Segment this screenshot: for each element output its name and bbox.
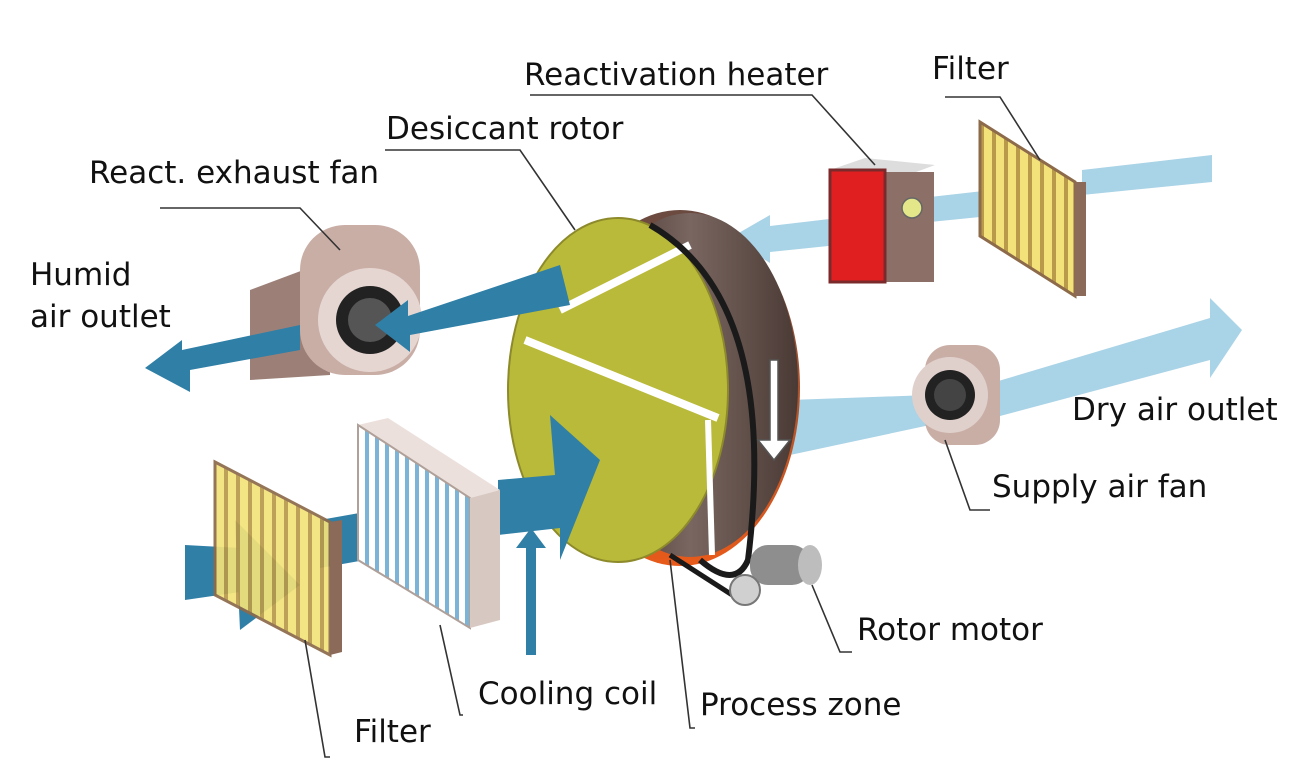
label-reactivation-heater: Reactivation heater <box>524 57 829 93</box>
label-humid-air-outlet-line1: Humid <box>30 257 132 293</box>
filter-bottom <box>213 459 342 658</box>
label-rotor-motor: Rotor motor <box>857 612 1043 648</box>
dry-air-stream <box>790 298 1242 455</box>
label-humid-air-outlet-line2: air outlet <box>30 299 171 335</box>
label-process-zone: Process zone <box>700 687 902 723</box>
rotor-motor <box>729 545 822 606</box>
cooling-coil <box>357 418 500 630</box>
supply-air-fan <box>912 345 1000 445</box>
label-supply-air-fan: Supply air fan <box>992 469 1208 505</box>
react-exhaust-fan <box>250 225 422 380</box>
label-filter-bottom: Filter <box>354 714 431 750</box>
leader-lines <box>160 94 1041 758</box>
label-cooling-coil: Cooling coil <box>478 676 658 712</box>
label-react-exhaust-fan: React. exhaust fan <box>89 155 380 191</box>
reactivation-heater <box>828 158 935 284</box>
reactivation-air-stream <box>730 155 1212 263</box>
label-filter-top: Filter <box>932 51 1009 87</box>
filter-top <box>978 119 1086 299</box>
humid-air-arrow <box>145 265 570 392</box>
label-desiccant-rotor: Desiccant rotor <box>386 111 624 147</box>
label-dry-air-outlet: Dry air outlet <box>1072 392 1278 428</box>
